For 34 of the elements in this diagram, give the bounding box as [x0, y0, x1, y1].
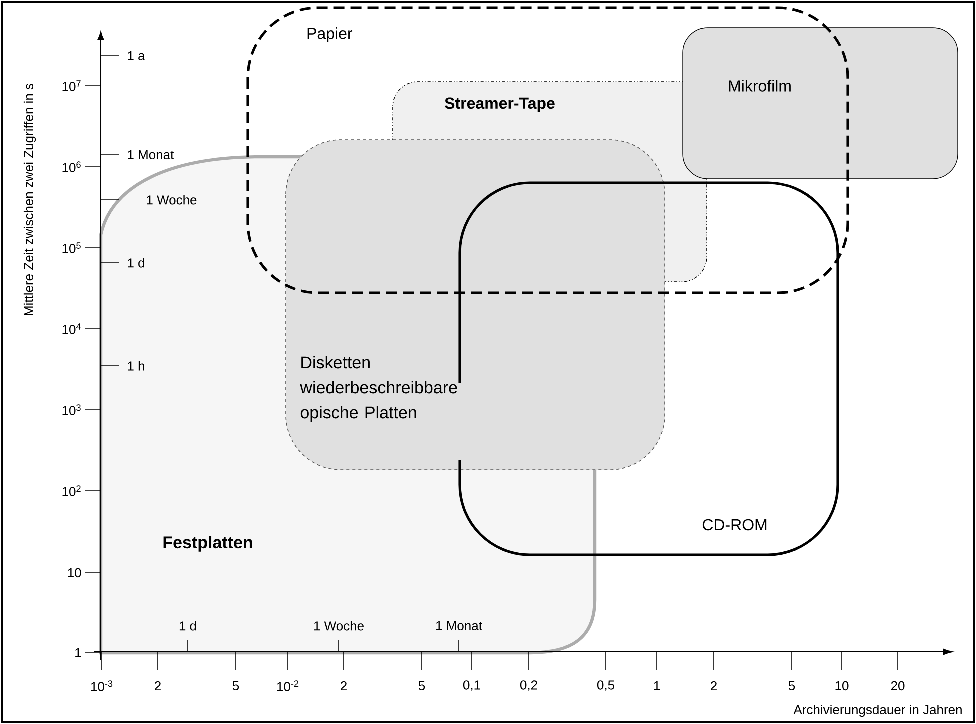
tick-label: 0,5 — [597, 680, 614, 692]
axis-title: Mittlere Zeit zwischen zwei Zugriffen in s — [24, 84, 36, 316]
tick-label: 10$^{7}$ — [62, 80, 81, 92]
axis-title: Archivierungsdauer in Jahren — [794, 704, 962, 718]
tick-label: 1 d — [128, 258, 144, 268]
tick-label: 1 Woche — [147, 195, 197, 205]
shaded-region: Mikrofilm — [682, 28, 958, 180]
tick-label: 1 h — [128, 361, 144, 371]
tick-label: 1 — [654, 682, 660, 690]
tick-label: 10$^{-3}$ — [91, 680, 113, 692]
tick-label: 2 — [155, 681, 161, 691]
tick-label: 5 — [232, 681, 240, 691]
tick-label: 0,1 — [463, 680, 480, 692]
tick-label: 10 — [68, 568, 82, 578]
tick-label: 10$^{-2}$ — [277, 680, 299, 692]
tick-label: 2 — [711, 681, 717, 691]
tick-label: 1 d — [180, 621, 196, 631]
tick-label: 5 — [788, 681, 796, 691]
tick-label: 5 — [418, 681, 426, 691]
tick-label: 20 — [891, 681, 905, 691]
tick-label: 10$^{2}$ — [62, 486, 81, 496]
tick-label: 10$^{6}$ — [62, 162, 81, 172]
tick-label: 10 — [836, 681, 849, 691]
tick-label: 10$^{3}$ — [62, 404, 81, 416]
tick-label: 1 a — [128, 51, 146, 61]
tick-label: 10$^{5}$ — [62, 242, 81, 254]
tick-label: 2 — [341, 681, 347, 691]
tick-label: 1 Monat — [436, 621, 482, 631]
tick-label: 1 — [76, 648, 82, 658]
outlined-region: CD-ROM — [458, 182, 840, 556]
tick-label: 10$^{4}$ — [62, 324, 82, 334]
tick-label: 1 Woche — [314, 621, 364, 631]
tick-label: 0,2 — [520, 680, 538, 692]
shaded-region: Disketten wiederbeschreibbare opische Platten — [286, 140, 666, 470]
